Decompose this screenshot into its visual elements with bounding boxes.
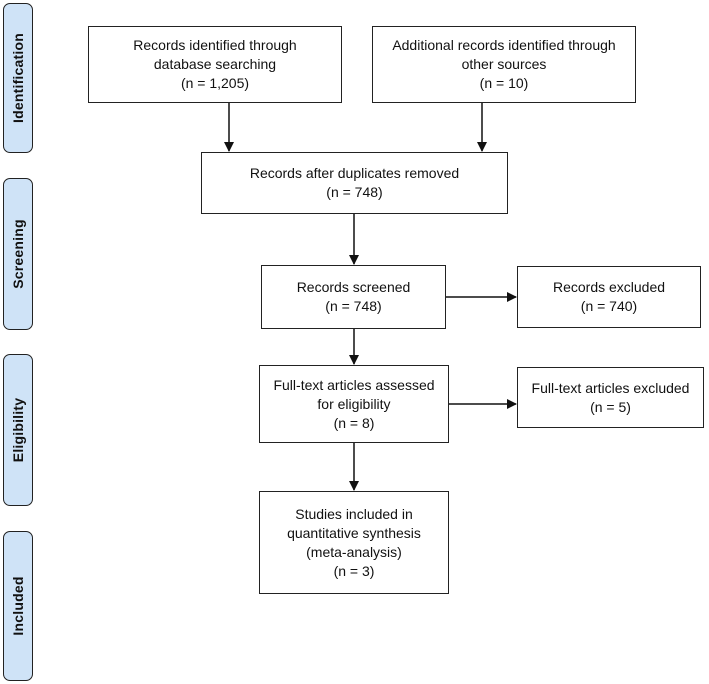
fulltext-excluded-line-1: Full-text articles excluded xyxy=(531,379,690,396)
fulltext-assessed-box: Full-text articles assessed for eligibil… xyxy=(259,365,449,443)
duplicates-removed-line-1: Records after duplicates removed xyxy=(249,165,460,181)
db-search-box: Records identified through database sear… xyxy=(88,26,342,103)
fulltext-excluded-box: Full-text articles excluded (n = 5) xyxy=(517,367,704,428)
fulltext-assessed-line-2: for eligibility xyxy=(317,395,391,412)
duplicates-removed-box: Records after duplicates removed (n = 74… xyxy=(201,152,508,214)
phase-included: Included xyxy=(3,531,33,681)
fulltext-assessed-line-1: Full-text articles assessed xyxy=(273,376,435,393)
screened-line-1: Records screened xyxy=(296,279,411,295)
other-sources-line-3: (n = 10) xyxy=(479,75,529,91)
included-line-2: quantitative synthesis xyxy=(287,524,421,541)
included-box: Studies included in quantitative synthes… xyxy=(259,491,449,594)
included-line-4: (n = 3) xyxy=(333,562,375,579)
other-sources-line-2: other sources xyxy=(461,56,547,72)
other-sources-line-1: Additional records identified through xyxy=(392,37,616,53)
db-search-line-2: database searching xyxy=(153,56,277,72)
fulltext-assessed-line-3: (n = 8) xyxy=(333,414,375,431)
db-search-line-3: (n = 1,205) xyxy=(180,75,250,91)
duplicates-removed-line-2: (n = 748) xyxy=(326,184,383,200)
phase-screening: Screening xyxy=(3,178,33,330)
excluded-box: Records excluded (n = 740) xyxy=(517,266,701,328)
phase-identification: Identification xyxy=(3,3,33,153)
excluded-line-1: Records excluded xyxy=(552,279,666,295)
included-line-1: Studies included in xyxy=(295,505,413,522)
db-search-line-1: Records identified through xyxy=(133,37,297,53)
other-sources-box: Additional records identified through ot… xyxy=(372,26,636,103)
fulltext-excluded-line-2: (n = 5) xyxy=(590,398,631,415)
screened-box: Records screened (n = 748) xyxy=(261,265,446,329)
phase-eligibility: Eligibility xyxy=(3,354,33,506)
excluded-line-2: (n = 740) xyxy=(580,298,638,314)
screened-line-2: (n = 748) xyxy=(325,298,382,314)
included-line-3: (meta-analysis) xyxy=(306,543,402,560)
